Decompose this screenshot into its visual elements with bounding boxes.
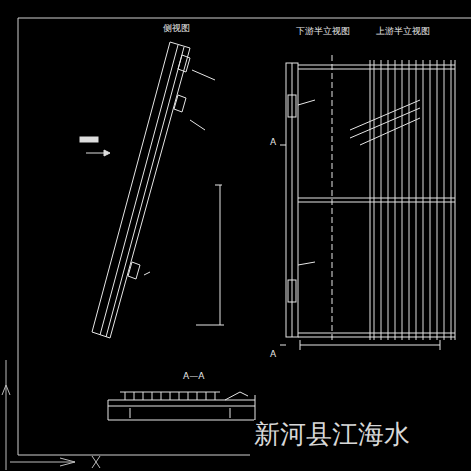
view-title: 上游半立视图 — [376, 27, 430, 37]
section-mark: A — [270, 350, 276, 360]
view-title: 下游半立视图 — [296, 27, 350, 37]
watermark: 新河县江海水 — [254, 420, 410, 449]
view-title: 侧视图 — [163, 24, 190, 34]
section-mark: A — [270, 138, 276, 148]
view-title: A—A — [183, 372, 204, 382]
